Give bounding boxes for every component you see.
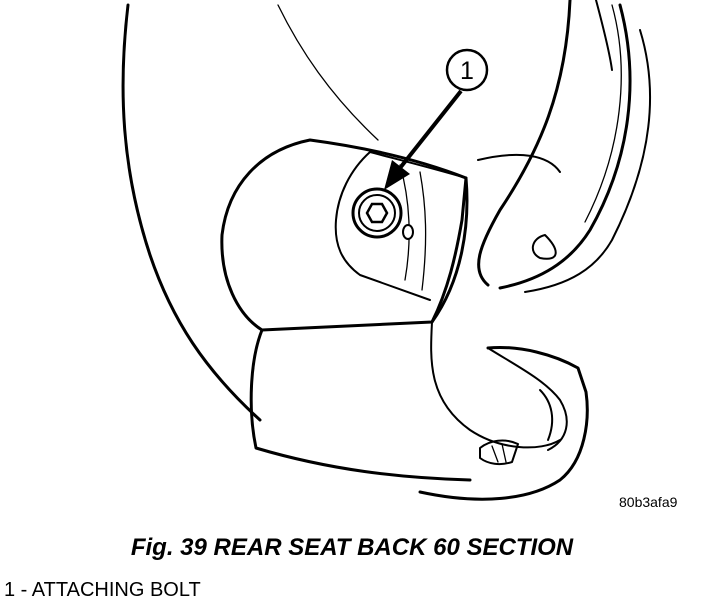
seat-shell-right-edge <box>477 0 572 287</box>
callout-leader <box>398 89 463 170</box>
locator-hole <box>402 224 414 240</box>
mounting-strap <box>430 176 469 324</box>
seat-cushion-lip <box>418 345 589 501</box>
legend-item: 1 - ATTACHING BOLT <box>4 579 201 601</box>
seat-back-illustration: 1 <box>121 0 652 501</box>
figure-caption: Fig. 39 REAR SEAT BACK 60 SECTION <box>130 534 574 561</box>
image-code: 80b3afa9 <box>619 494 678 510</box>
callout-circle <box>445 48 489 92</box>
seat-recess <box>531 234 557 260</box>
attaching-bolt <box>351 187 403 239</box>
seat-shell-outline <box>121 3 262 422</box>
seat-lower-body <box>249 328 472 482</box>
seat-shell-inner-line <box>277 4 379 141</box>
callout-number: 1 <box>460 57 474 85</box>
callout-arrowhead <box>384 160 410 190</box>
latch-tab <box>479 439 519 466</box>
seat-shell-right-edge-outer <box>498 3 632 290</box>
